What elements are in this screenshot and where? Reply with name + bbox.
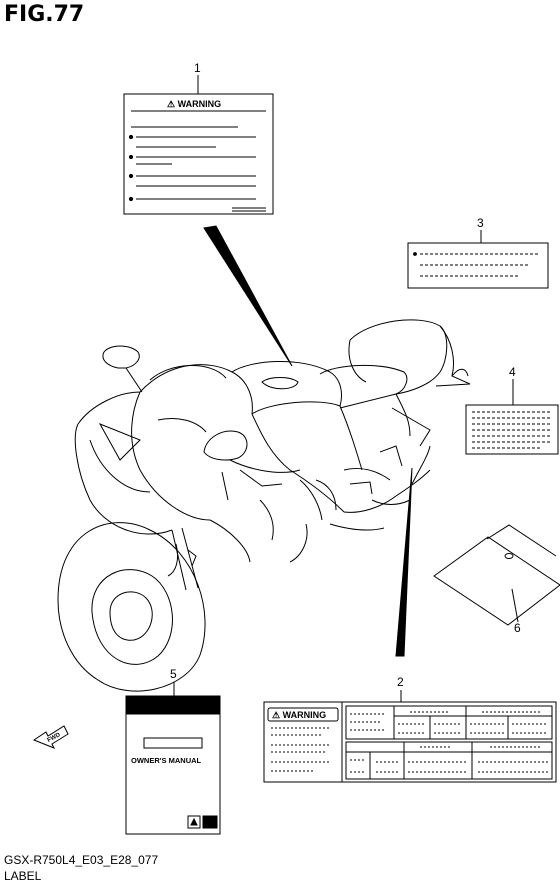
fwd-arrow-icon: FWD [32, 725, 69, 749]
leader-wedge-2 [395, 467, 413, 657]
callout-2: 2 [397, 675, 404, 689]
callout-1: 1 [194, 61, 201, 75]
callout-3: 3 [477, 216, 484, 230]
figure-title: FIG.77 [4, 2, 85, 27]
callout-4: 4 [509, 365, 516, 379]
section-label: LABEL [4, 869, 42, 883]
callout-6: 6 [514, 621, 521, 635]
caution-label-3 [407, 230, 549, 289]
owners-manual-title: OWNER'S MANUAL [131, 756, 202, 765]
callout-5: 5 [170, 667, 177, 681]
warning-label-1: ⚠ WARNING [123, 75, 274, 215]
warning-label-1-heading: ⚠ WARNING [167, 99, 221, 109]
warning-label-2: ⚠ WARNING [263, 690, 557, 783]
motorcycle-illustration [57, 319, 471, 692]
owners-manual-5: OWNER'S MANUAL [125, 682, 221, 835]
leader-wedge-1 [203, 225, 293, 367]
folded-sheet-6 [433, 524, 560, 626]
info-label-4 [465, 379, 559, 455]
model-code: GSX-R750L4_E03_E28_077 [4, 853, 159, 867]
warning-label-2-heading: ⚠ WARNING [272, 710, 326, 720]
